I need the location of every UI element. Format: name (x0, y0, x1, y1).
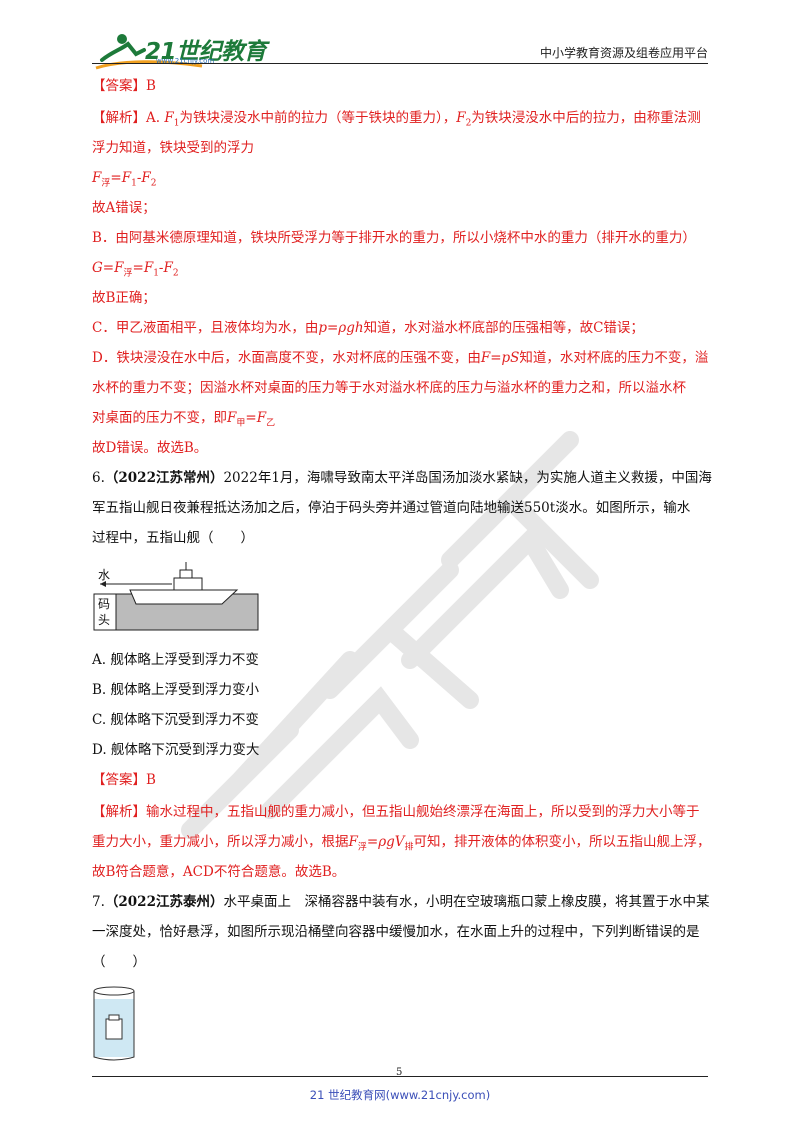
q6-analysis-line3: 故B符合题意，ACD不符合题意。故选B。 (92, 864, 346, 880)
q5-answer: 【答案】B (92, 78, 156, 94)
logo-icon (95, 34, 203, 70)
q5-conclusion-b: 故B正确； (92, 290, 156, 306)
q5-analysis-b-line1: B．由阿基米德原理知道，铁块所受浮力等于排开水的重力，所以小烧杯中水的重力（排开… (92, 230, 696, 246)
q5-analysis-d-line2: 水杯的重力不变；因溢水杯对桌面的压力等于水对溢水杯底的压力与溢水杯的重力之和，所… (92, 380, 686, 396)
q5-analysis-a-line2: 浮力知道，铁块受到的浮力 (92, 140, 254, 156)
header-platform-title: 中小学教育资源及组卷应用平台 (539, 46, 708, 60)
q7-stem-line1: 7.（2022江苏泰州）水平桌面上 深桶容器中装有水，小明在空玻璃瓶口蒙上橡皮膜… (92, 894, 710, 910)
q6-option-a[interactable]: A. 舰体略上浮受到浮力不变 (92, 652, 259, 668)
q5-analysis-a-line1: 【解析】A. F1为铁块浸没水中前的拉力（等于铁块的重力），F2为铁块浸没水中后… (92, 110, 701, 129)
q5-analysis-d-line1: D．铁块浸没在水中后，水面高度不变，水对杯底的压强不变，由F=pS知道，水对杯底… (92, 350, 709, 366)
q7-stem-line3: （ ） (92, 954, 146, 970)
q6-stem-line3: 过程中，五指山舰（ ） (92, 530, 254, 546)
q6-option-b[interactable]: B. 舰体略上浮受到浮力变小 (92, 682, 260, 698)
q5-analysis-c: C．甲乙液面相平，且液体均为水，由p=ρgh知道，水对溢水杯底部的压强相等，故C… (92, 320, 644, 336)
ship-dock-figure (93, 562, 259, 631)
figure-dock-label: 码头 (98, 597, 111, 627)
bucket-bottle-figure (93, 986, 135, 1061)
q6-analysis-line2: 重力大小，重力减小，所以浮力减小，根据F浮=ρgV排可知，排开液体的体积变小，所… (92, 834, 711, 853)
watermark-graphic (181, 431, 599, 839)
q6-analysis-line1: 【解析】输水过程中，五指山舰的重力减小，但五指山舰始终漂浮在海面上，所以受到的浮… (92, 804, 700, 820)
q5-formula-a: F浮=F1-F2 (92, 170, 157, 189)
footer-site-link[interactable]: 21 世纪教育网(www.21cnjy.com) (309, 1088, 491, 1102)
figure-water-label: 水 (98, 568, 111, 582)
q6-answer: 【答案】B (92, 772, 156, 788)
q5-conclusion-a: 故A错误； (92, 200, 156, 216)
logo-text: 21世纪教育 (145, 39, 267, 65)
page-number: 5 (396, 1067, 403, 1078)
q5-formula-b: G=F浮=F1-F2 (92, 260, 179, 279)
logo-url: www.21cnjy.com (156, 57, 215, 65)
q6-option-c[interactable]: C. 舰体略下沉受到浮力不变 (92, 712, 259, 728)
q5-analysis-d-line3: 对桌面的压力不变，即F甲=F乙 (92, 410, 276, 429)
q6-stem-line2: 军五指山舰日夜兼程抵达汤加之后，停泊于码头旁并通过管道向陆地输送550t淡水。如… (92, 500, 691, 516)
q7-stem-line2: 一深度处，恰好悬浮，如图所示现沿桶壁向容器中缓慢加水，在水面上升的过程中，下列判… (92, 924, 700, 940)
q5-conclusion-d: 故D错误。故选B。 (92, 440, 208, 456)
header-divider (92, 63, 708, 64)
footer-divider (92, 1076, 708, 1077)
q6-option-d[interactable]: D. 舰体略下沉受到浮力变大 (92, 742, 260, 758)
q6-stem-line1: 6.（2022江苏常州）2022年1月，海啸导致南太平洋岛国汤加淡水紧缺，为实施… (92, 470, 712, 486)
